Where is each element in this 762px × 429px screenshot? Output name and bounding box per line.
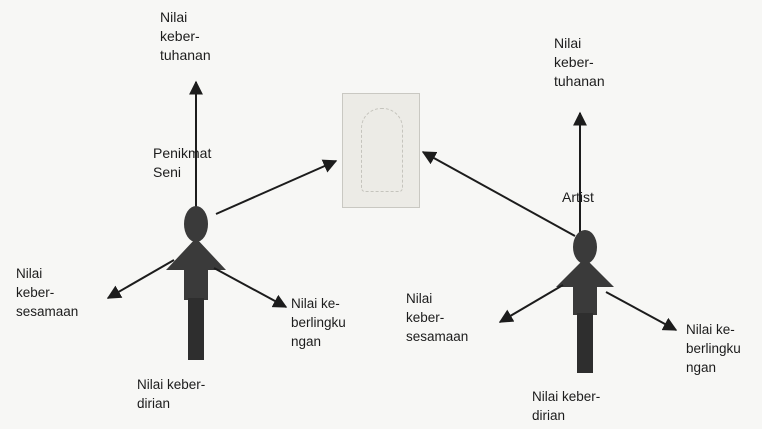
left-role-label: Penikmat Seni: [153, 145, 212, 180]
right-sesamaan-arrow: [498, 284, 564, 323]
right-kedirian-label: Nilai keber- dirian: [532, 389, 601, 423]
artwork-figure: [361, 108, 403, 192]
left-head: [184, 206, 208, 242]
right-lingkungan-label: Nilai ke- berlingku ngan: [686, 322, 741, 375]
left-ketuhanan-label: Nilai keber- tuhanan: [160, 9, 211, 63]
left-sesamaan-arrow: [106, 259, 175, 299]
left-body-arrow: [166, 238, 226, 300]
right-to-artwork-arrow: [421, 151, 576, 237]
right-body-arrow: [556, 258, 614, 315]
right-role-label: Artist: [562, 189, 594, 205]
right-ketuhanan-label: Nilai keber- tuhanan: [554, 35, 605, 89]
right-lingkungan-arrow: [605, 291, 678, 331]
artwork-frame-icon: [342, 93, 420, 208]
left-stem: [188, 298, 204, 360]
left-person-figure-icon: [106, 80, 338, 360]
left-to-artwork-arrow: [215, 159, 338, 215]
right-stem: [577, 313, 593, 373]
left-sesamaan-label: Nilai keber- sesamaan: [16, 266, 79, 319]
left-lingkungan-arrow: [213, 267, 288, 308]
left-lingkungan-label: Nilai ke- berlingku ngan: [291, 296, 346, 349]
left-kedirian-label: Nilai keber- dirian: [137, 377, 206, 411]
right-sesamaan-label: Nilai keber- sesamaan: [406, 291, 469, 344]
right-person-figure-icon: [421, 111, 678, 373]
right-head: [573, 230, 597, 264]
